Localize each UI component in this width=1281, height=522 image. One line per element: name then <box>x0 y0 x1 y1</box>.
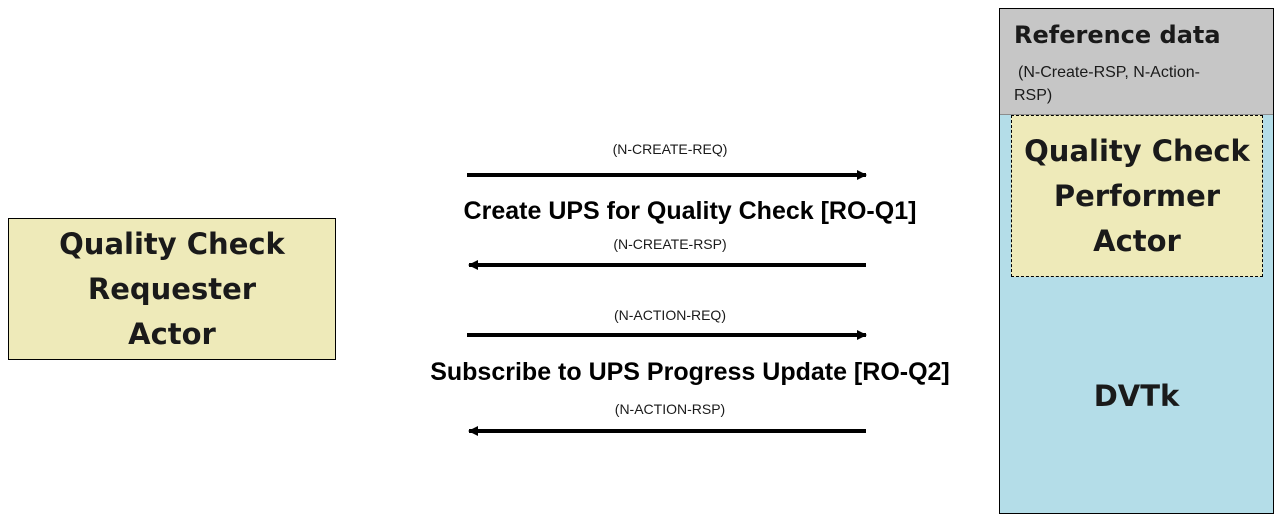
n-action-req-label: (N-ACTION-REQ) <box>614 307 726 323</box>
reference-data-panel: Reference data (N-Create-RSP, N-Action-R… <box>1000 9 1273 115</box>
n-create-req-label: (N-CREATE-REQ) <box>612 141 728 157</box>
requester-actor-label: Quality Check Requester Actor <box>59 226 285 351</box>
n-create-rsp-label: (N-CREATE-RSP) <box>613 236 727 252</box>
performer-actor-label: Quality Check Performer Actor <box>1024 133 1250 258</box>
dvtk-label: DVTk <box>1093 379 1180 413</box>
subscribe-ups-transaction-label: Subscribe to UPS Progress Update [RO-Q2] <box>430 358 950 386</box>
n-action-rsp-label: (N-ACTION-RSP) <box>614 401 726 417</box>
reference-data-title: Reference data <box>1014 21 1221 49</box>
quality-check-performer-actor: Quality Check Performer Actor <box>1011 115 1263 277</box>
create-ups-transaction-label: Create UPS for Quality Check [RO-Q1] <box>463 197 917 225</box>
dvtk-column: Reference data (N-Create-RSP, N-Action-R… <box>999 8 1274 514</box>
reference-data-detail: (N-Create-RSP, N-Action-RSP) <box>1014 64 1200 104</box>
quality-check-requester-actor: Quality Check Requester Actor <box>8 218 336 360</box>
